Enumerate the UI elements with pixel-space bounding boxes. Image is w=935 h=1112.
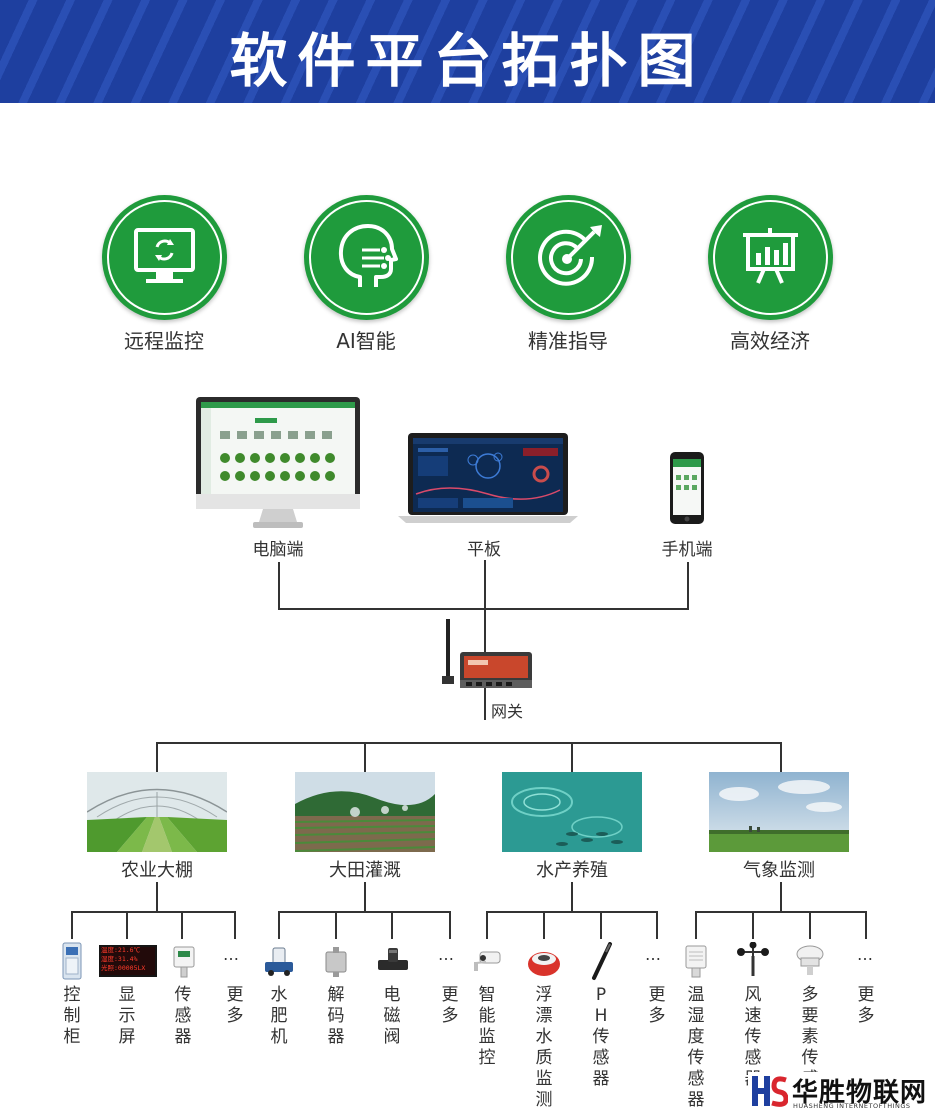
category-label-greenhouse: 农业大棚: [121, 860, 193, 881]
smart-camera-icon: [474, 951, 501, 971]
connector-line: [571, 882, 573, 912]
feature-high-efficiency: [708, 195, 833, 320]
connector-line: [156, 742, 782, 744]
presentation-board-icon: [743, 228, 798, 284]
title-banner: [0, 0, 935, 103]
logo-subtext: HUASHENG INTERNETOFTHINGS: [793, 1102, 911, 1110]
more-dots: …: [438, 945, 454, 964]
sensor-box-icon: [173, 946, 195, 978]
leaf-label: 智能监控: [478, 985, 496, 1068]
connector-line: [234, 911, 236, 939]
gateway-label: 网关: [491, 702, 524, 721]
connector-line: [335, 911, 337, 939]
greenhouse-photo: [87, 772, 227, 852]
connector-line: [391, 911, 393, 939]
device-label-tablet: 平板: [467, 540, 501, 560]
connector-line: [484, 560, 486, 720]
feature-remote-monitoring: [102, 195, 227, 320]
category-label-irrigation: 大田灌溉: [329, 860, 401, 881]
connector-line: [687, 562, 689, 609]
connector-line: [449, 911, 451, 939]
feature-ai-intelligence: [304, 195, 429, 320]
leaf-label: 控制柜: [63, 985, 81, 1047]
weather-monitoring-photo: [709, 772, 849, 852]
desktop-computer-image: [196, 397, 360, 528]
more-dots: …: [223, 945, 239, 964]
connector-line: [278, 911, 451, 913]
connector-line: [571, 742, 573, 772]
control-cabinet-icon: [62, 942, 82, 980]
device-label-phone: 手机端: [661, 540, 713, 560]
connector-line: [71, 911, 73, 939]
leaf-label: PH传感器: [592, 985, 610, 1089]
logo-text: 华胜物联网: [792, 1078, 928, 1108]
feature-label: AI智能: [336, 329, 396, 353]
category-label-aquaculture: 水产养殖: [536, 860, 608, 881]
monitor-icon: [134, 228, 195, 283]
leaf-label: 浮漂水质监测: [535, 985, 553, 1110]
tablet-laptop-image: [398, 433, 578, 523]
feature-label: 精准指导: [528, 329, 608, 353]
page-title: 软件平台拓扑图: [229, 27, 706, 95]
water-fertilizer-machine-icon: [265, 947, 293, 976]
leaf-label: 更多: [648, 985, 666, 1026]
leaf-label: 更多: [226, 985, 244, 1026]
temperature-humidity-sensor-icon: [685, 945, 707, 978]
connector-line: [364, 742, 366, 772]
field-irrigation-photo: [295, 772, 435, 852]
leaf-label: 温湿度传感器: [687, 985, 705, 1110]
connector-line: [809, 911, 811, 939]
connector-line: [126, 911, 128, 939]
company-logo: 华胜物联网 HUASHENG INTERNETOFTHINGS: [748, 1072, 933, 1110]
feature-label: 远程监控: [124, 329, 204, 353]
connector-line: [278, 562, 280, 609]
feature-label: 高效经济: [730, 329, 810, 353]
more-dots: …: [857, 945, 873, 964]
decoder-icon: [325, 947, 347, 977]
connector-line: [278, 608, 689, 610]
connector-line: [695, 911, 867, 913]
category-label-weather: 气象监测: [743, 860, 815, 881]
target-icon: [538, 225, 602, 286]
connector-line: [156, 742, 158, 772]
connector-line: [486, 911, 488, 939]
connector-line: [71, 911, 236, 913]
ai-head-icon: [338, 224, 398, 287]
device-label-pc: 电脑端: [252, 540, 304, 560]
multi-element-sensor-icon: [796, 945, 824, 975]
hs-logo-mark-icon: [752, 1076, 788, 1107]
connector-line: [656, 911, 658, 939]
connector-line: [156, 882, 158, 912]
connector-line: [780, 742, 782, 772]
gateway-device-image: [442, 619, 532, 688]
leaf-label: 电磁阀: [383, 985, 401, 1047]
connector-line: [543, 911, 545, 939]
leaf-label: 水肥机: [270, 985, 288, 1047]
floating-buoy-icon: [528, 952, 560, 976]
aquaculture-photo: [502, 772, 642, 852]
more-dots: …: [645, 945, 661, 964]
leaf-label: 传感器: [174, 985, 192, 1047]
connector-line: [752, 911, 754, 939]
connector-line: [181, 911, 183, 939]
solenoid-valve-icon: [378, 948, 408, 970]
ph-sensor-probe-icon: [592, 942, 612, 980]
leaf-label: 解码器: [327, 985, 345, 1047]
anemometer-icon: [737, 942, 769, 976]
connector-line: [486, 911, 658, 913]
connector-line: [278, 911, 280, 939]
connector-line: [600, 911, 602, 939]
leaf-label: 更多: [857, 985, 875, 1026]
connector-line: [695, 911, 697, 939]
feature-precise-guidance: [506, 195, 631, 320]
led-display-screen: [99, 945, 157, 977]
led-display-text: 温度:21.6℃ 湿度:31.4% 光照:00005LX: [101, 946, 146, 972]
leaf-label: 更多: [441, 985, 459, 1026]
connector-line: [780, 882, 782, 912]
mobile-phone-image: [670, 452, 704, 524]
leaf-label: 显示屏: [118, 985, 136, 1047]
connector-line: [865, 911, 867, 939]
connector-line: [364, 882, 366, 912]
